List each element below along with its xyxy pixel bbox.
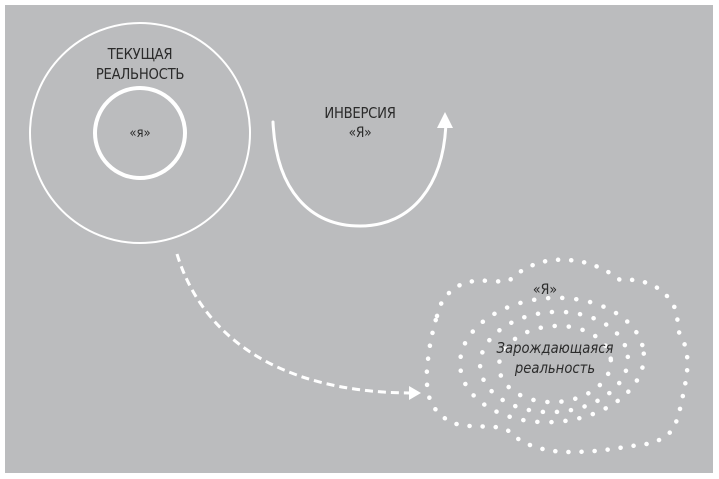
inversion-arrowhead-icon <box>437 112 453 128</box>
current-reality-title-line1: ТЕКУЩАЯ <box>107 45 173 63</box>
transition-dashed-arrow <box>175 253 411 395</box>
inversion-title: ИНВЕРСИЯ «Я» <box>307 103 413 143</box>
inversion-arrow <box>271 120 448 228</box>
inversion-title-line1: ИНВЕРСИЯ <box>324 104 396 122</box>
emerging-reality-title-line1: Зарождающаяся <box>496 339 614 357</box>
current-self-label: «я» <box>129 126 151 141</box>
current-reality-title-line2: РЕАЛЬНОСТЬ <box>95 65 185 83</box>
inversion-title-line2: «Я» <box>348 125 372 141</box>
self-circle <box>93 86 187 180</box>
emerging-outer-dotted-boundary <box>424 257 690 455</box>
current-reality-circle <box>29 22 251 244</box>
emerging-ring-inner <box>496 323 614 405</box>
diagram-canvas <box>5 5 713 473</box>
emerging-self-label: «Я» <box>532 282 558 298</box>
emerging-ring-middle <box>477 309 631 415</box>
current-reality-title: ТЕКУЩАЯ РЕАЛЬНОСТЬ <box>87 44 193 84</box>
emerging-ring-outer <box>457 295 647 425</box>
emerging-reality-title: Зарождающаяся реальность <box>489 338 621 378</box>
transition-arrowhead-icon <box>409 386 421 400</box>
emerging-reality-title-line2: реальность <box>514 359 596 377</box>
